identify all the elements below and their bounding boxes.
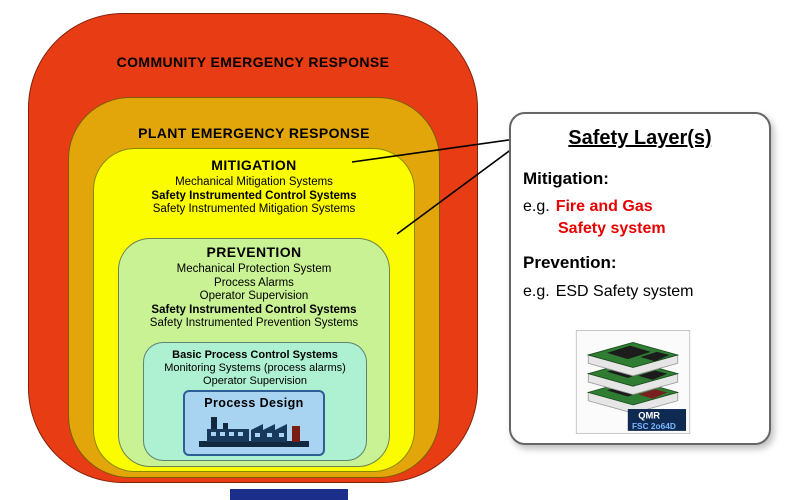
esd-safety-text: ESD Safety system (555, 283, 694, 300)
mitigation-layer-label: MITIGATION (211, 157, 297, 173)
device-label-fsc: FSC 2o64D (632, 421, 676, 431)
fire-and-gas-text: Fire and Gas (555, 198, 653, 215)
eg-prefix: e.g. (523, 198, 550, 215)
bpcs-item: Monitoring Systems (process alarms) (164, 362, 346, 374)
process-design-box: Process Design (183, 390, 325, 456)
prevention-example-line: e.g. ESD Safety system (523, 283, 694, 301)
mitigation-items: Mechanical Mitigation Systems Safety Ins… (94, 176, 414, 217)
bpcs-items: Basic Process Control Systems Monitoring… (144, 349, 366, 388)
panel-title: Safety Layer(s) (568, 127, 712, 149)
eg-prefix: e.g. (523, 283, 550, 300)
factory-icon (199, 417, 309, 447)
safety-layers-panel: Safety Layer(s) Mitigation: e.g. Fire and… (509, 112, 771, 445)
community-layer-label: COMMUNITY EMERGENCY RESPONSE (116, 54, 390, 70)
mitigation-item: Safety Instrumented Mitigation Systems (152, 203, 356, 215)
prevention-item: Process Alarms (214, 276, 294, 289)
prevention-item: Operator Supervision (199, 290, 309, 302)
prevention-items: Mechanical Protection System Process Ala… (119, 263, 389, 331)
plant-layer-label: PLANT EMERGENCY RESPONSE (138, 125, 370, 141)
mitigation-example-line2: Safety system (558, 220, 666, 237)
bottom-cropped-strip (230, 489, 348, 500)
panel-prevention-heading: Prevention: (523, 253, 617, 272)
panel-mitigation-heading: Mitigation: (523, 169, 609, 188)
factory-illustration (185, 412, 323, 453)
process-design-label: Process Design (204, 396, 304, 410)
device-label-qmr: QMR (638, 410, 660, 420)
fsc-controller-image: QMR FSC 2o64D (575, 330, 691, 434)
mitigation-example-line1: e.g. Fire and Gas (523, 198, 653, 216)
bpcs-item: Operator Supervision (203, 375, 307, 387)
prevention-item: Mechanical Protection System (176, 263, 332, 275)
prevention-item: Safety Instrumented Prevention Systems (149, 317, 359, 329)
mitigation-item: Mechanical Mitigation Systems (175, 176, 333, 188)
mitigation-item: Safety Instrumented Control Systems (151, 189, 357, 202)
bpcs-item: Basic Process Control Systems (172, 349, 338, 361)
prevention-layer-label: PREVENTION (206, 244, 302, 260)
prevention-item: Safety Instrumented Control Systems (151, 303, 357, 316)
